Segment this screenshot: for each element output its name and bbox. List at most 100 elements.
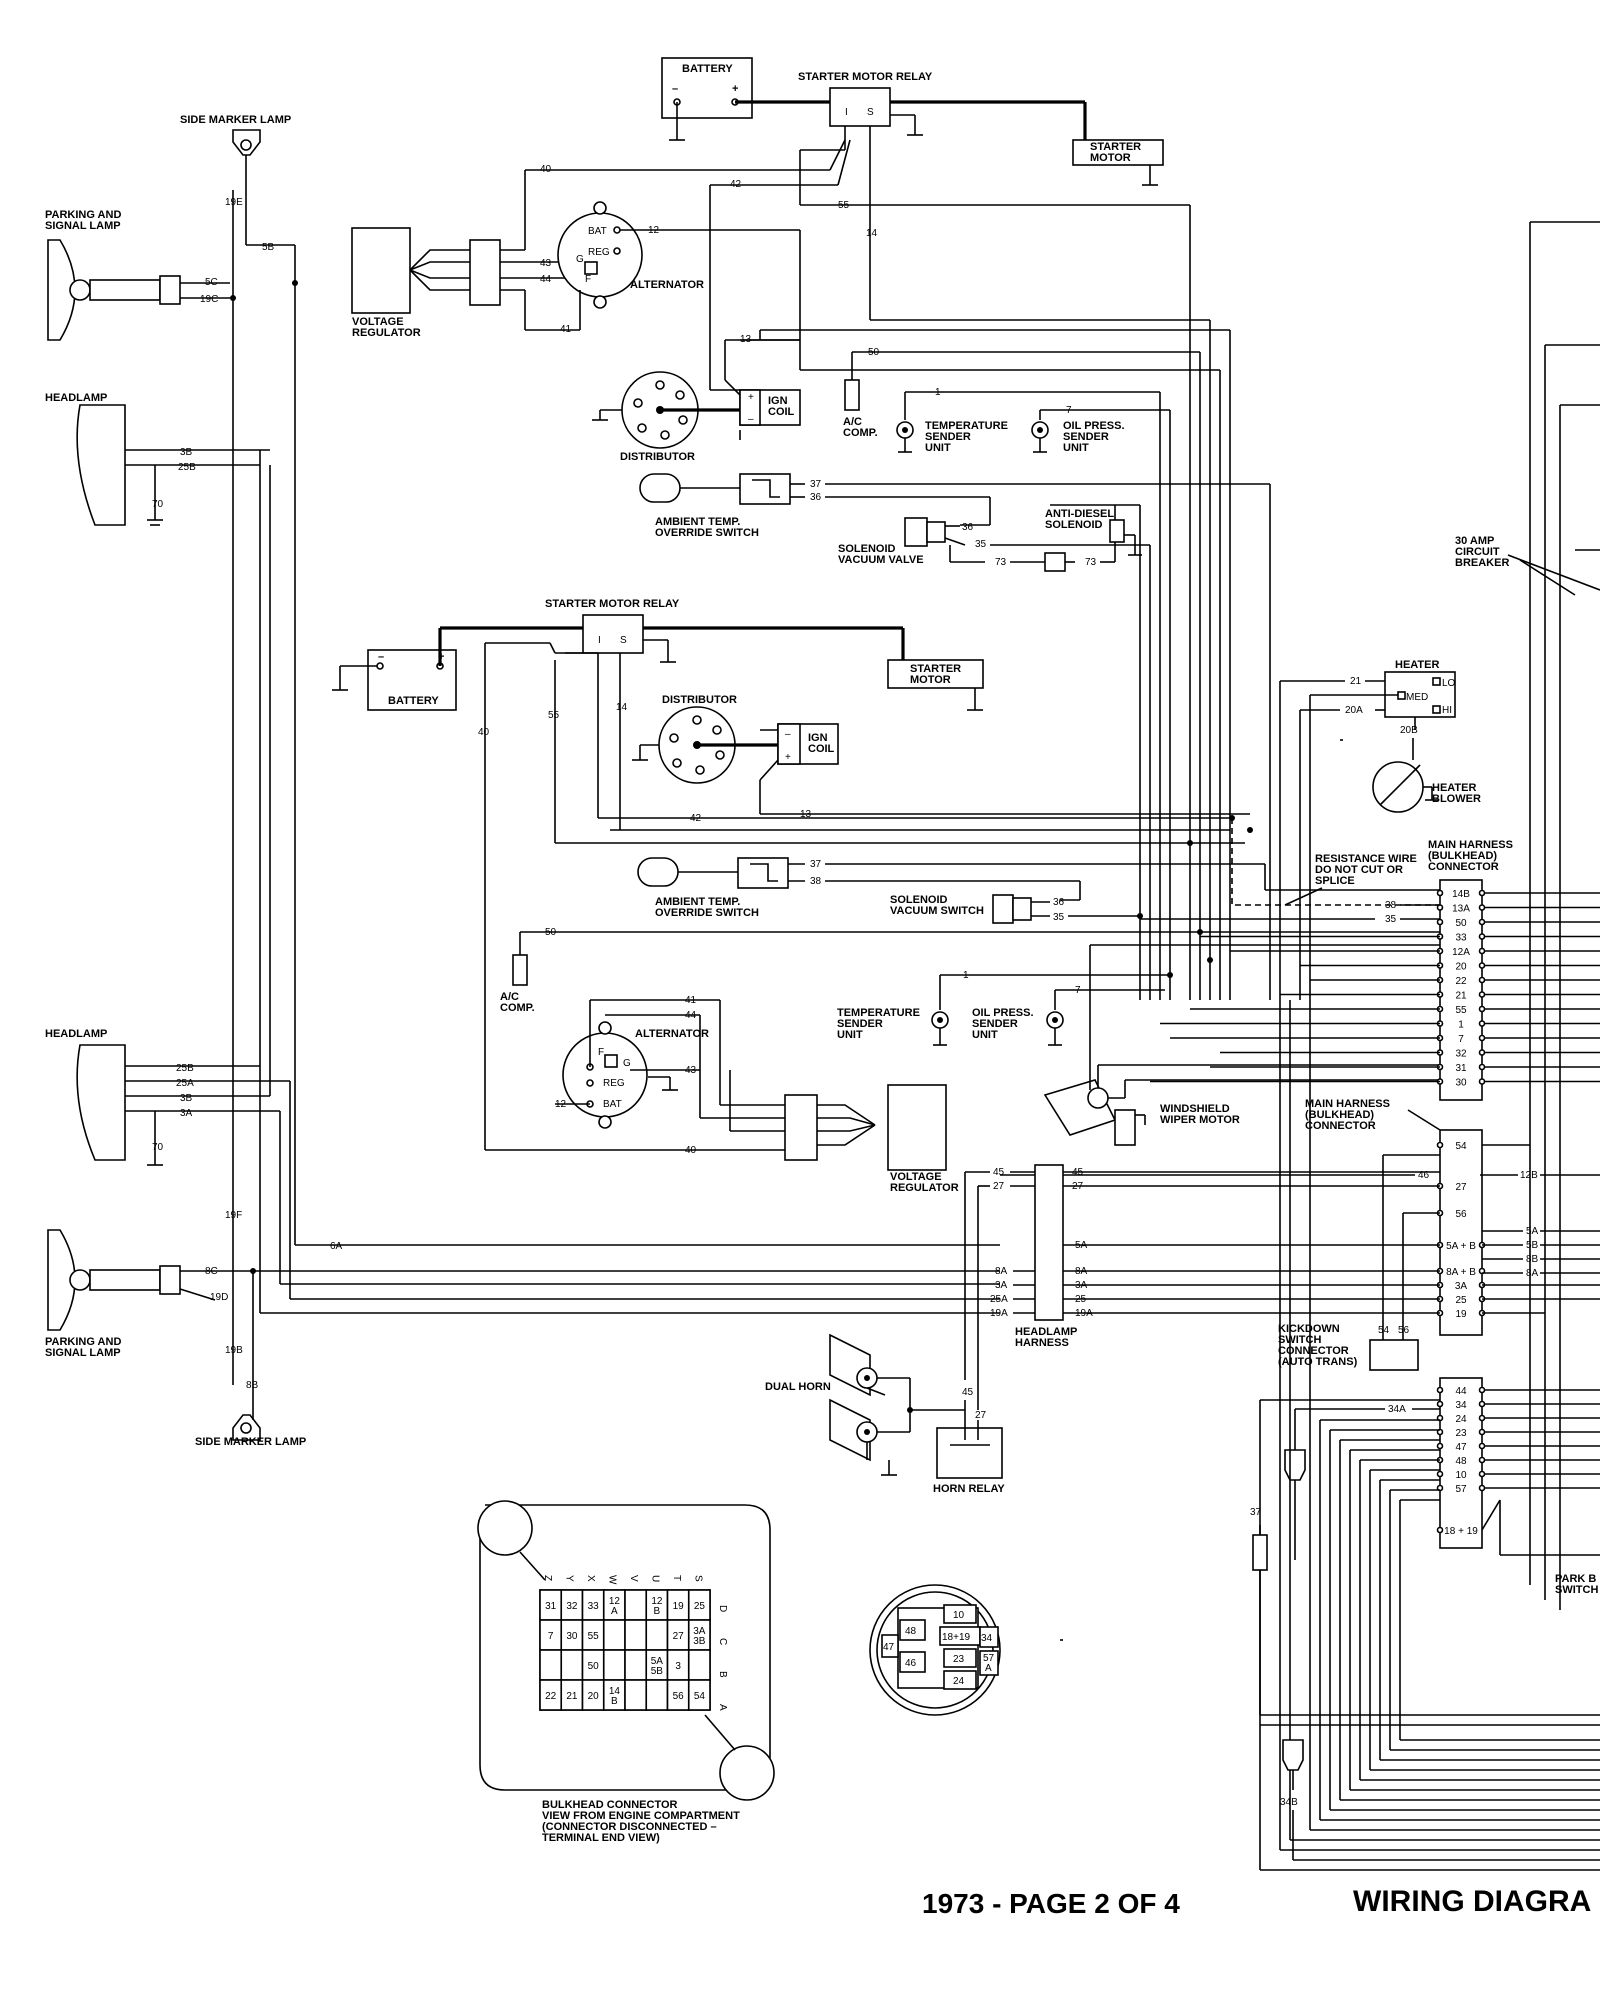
horn-relay: 45 27 HORN RELAY: [933, 1387, 1005, 1495]
svg-text:HEATER: HEATER: [1432, 782, 1476, 794]
svg-text:PARKING AND: PARKING AND: [45, 209, 121, 221]
svg-text:REG: REG: [588, 247, 610, 258]
svg-text:PARK B: PARK B: [1555, 1573, 1596, 1585]
svg-text:REGULATOR: REGULATOR: [352, 327, 421, 339]
bulkhead-cell: 55: [588, 1631, 600, 1642]
battery-mid: – + BATTERY: [332, 649, 457, 711]
svg-text:(BULKHEAD): (BULKHEAD): [1305, 1109, 1374, 1121]
connector1-pin: 1: [1458, 1020, 1464, 1031]
bulkhead-cell: 31: [545, 1601, 557, 1612]
connector1-pin: 50: [1455, 918, 1467, 929]
bulkhead-cell: A: [611, 1606, 618, 1617]
svg-text:50: 50: [545, 927, 557, 938]
svg-text:46: 46: [905, 1658, 917, 1669]
svg-text:8A: 8A: [995, 1266, 1008, 1277]
svg-text:7: 7: [1066, 405, 1072, 416]
bulkhead-cell: 12: [609, 1596, 621, 1607]
svg-text:COMP.: COMP.: [843, 427, 878, 439]
svg-text:MAIN HARNESS: MAIN HARNESS: [1305, 1098, 1390, 1110]
svg-text:REG: REG: [603, 1078, 625, 1089]
bulkhead-letter: V: [628, 1575, 639, 1582]
svg-text:G: G: [576, 254, 584, 265]
svg-text:14: 14: [616, 702, 628, 713]
svg-text:IGN: IGN: [768, 395, 788, 407]
svg-text:REGULATOR: REGULATOR: [890, 1182, 959, 1194]
svg-text:SENDER: SENDER: [837, 1018, 883, 1030]
oil-sender-top: 7 OIL PRESS. SENDER UNIT: [1031, 405, 1171, 1000]
svg-text:VIEW FROM ENGINE COMPARTMENT: VIEW FROM ENGINE COMPARTMENT: [542, 1810, 740, 1822]
svg-text:TEMPERATURE: TEMPERATURE: [925, 420, 1008, 432]
connector2-pin: 54: [1455, 1141, 1467, 1152]
bulkhead-cell: 3B: [693, 1636, 706, 1647]
svg-text:–: –: [785, 729, 791, 740]
bulkhead-letter: U: [650, 1575, 661, 1582]
svg-text:34: 34: [981, 1633, 993, 1644]
svg-text:ALTERNATOR: ALTERNATOR: [630, 279, 704, 291]
svg-text:VOLTAGE: VOLTAGE: [890, 1171, 942, 1183]
svg-text:BAT: BAT: [588, 226, 607, 237]
svg-text:43: 43: [685, 1065, 697, 1076]
svg-text:44: 44: [685, 1010, 697, 1021]
distributor-top: DISTRIBUTOR: [592, 371, 740, 463]
connector3-pin: 47: [1455, 1442, 1467, 1453]
svg-text:70: 70: [152, 1142, 164, 1153]
svg-text:HEADLAMP: HEADLAMP: [1015, 1326, 1077, 1338]
svg-text:+: +: [785, 752, 791, 763]
svg-text:VOLTAGE: VOLTAGE: [352, 316, 404, 328]
temp-sender-top: 1 TEMPERATURE SENDER UNIT: [896, 387, 1161, 1000]
connector1-pin: 12A: [1452, 947, 1470, 958]
svg-text:AMBIENT TEMP.: AMBIENT TEMP.: [655, 896, 740, 908]
svg-text:12B: 12B: [1520, 1170, 1538, 1181]
svg-text:19D: 19D: [210, 1292, 228, 1303]
svg-text:19C: 19C: [200, 294, 218, 305]
svg-text:41: 41: [685, 995, 697, 1006]
svg-text:19B: 19B: [225, 1345, 243, 1356]
ign-coil-mid: – + IGN COIL: [759, 723, 839, 814]
svg-text:UNIT: UNIT: [1063, 442, 1089, 454]
svg-text:STARTER MOTOR RELAY: STARTER MOTOR RELAY: [545, 598, 680, 610]
svg-text:48: 48: [905, 1626, 917, 1637]
bulkhead-cell: B: [611, 1696, 618, 1707]
svg-text:25A: 25A: [176, 1078, 194, 1089]
ac-comp-mid: 50 A/C COMP.: [500, 927, 1440, 1014]
svg-text:36: 36: [962, 522, 974, 533]
svg-text:36: 36: [1053, 897, 1065, 908]
bulkhead-cell: 7: [548, 1631, 554, 1642]
connector2-pin: 19: [1455, 1309, 1467, 1320]
wiper-motor: WINDSHIELD WIPER MOTOR: [1043, 944, 1440, 1146]
svg-text:MOTOR: MOTOR: [1090, 152, 1131, 164]
svg-text:8B: 8B: [1526, 1254, 1539, 1265]
svg-text:COIL: COIL: [808, 743, 835, 755]
svg-text:MAIN HARNESS: MAIN HARNESS: [1428, 839, 1513, 851]
svg-text:STARTER: STARTER: [1090, 141, 1141, 153]
svg-text:44: 44: [540, 274, 552, 285]
connector2-pin: 3A: [1455, 1281, 1468, 1292]
svg-text:CONNECTOR: CONNECTOR: [1305, 1120, 1376, 1132]
svg-text:HEADLAMP: HEADLAMP: [45, 392, 107, 404]
svg-text:73: 73: [1085, 557, 1097, 568]
connector2-pin: 27: [1455, 1182, 1467, 1193]
ambient-switch-mid: 37 38 AMBIENT TEMP. OVERRIDE SWITCH: [637, 857, 1265, 919]
svg-text:8A: 8A: [1526, 1268, 1539, 1279]
svg-text:SIGNAL LAMP: SIGNAL LAMP: [45, 220, 121, 232]
headlamp-bottom: HEADLAMP 25B 25A 3B 3A 70: [45, 1028, 290, 1166]
svg-text:19E: 19E: [225, 197, 243, 208]
starter-motor-top: STARTER MOTOR: [1072, 102, 1164, 186]
svg-text:SPLICE: SPLICE: [1315, 875, 1355, 887]
svg-text:SENDER: SENDER: [1063, 431, 1109, 443]
svg-text:VACUUM SWITCH: VACUUM SWITCH: [890, 905, 984, 917]
svg-text:21: 21: [1350, 676, 1362, 687]
svg-text:–: –: [748, 414, 754, 425]
svg-text:5B: 5B: [1526, 1240, 1539, 1251]
svg-text:A/C: A/C: [500, 991, 519, 1003]
svg-text:BULKHEAD CONNECTOR: BULKHEAD CONNECTOR: [542, 1799, 678, 1811]
svg-text:SWITCH: SWITCH: [1555, 1584, 1598, 1596]
svg-text:46: 46: [1418, 1170, 1430, 1181]
svg-text:HORN RELAY: HORN RELAY: [933, 1483, 1005, 1495]
connector3-pin: 24: [1455, 1414, 1467, 1425]
svg-text:35: 35: [975, 539, 987, 550]
bulkhead-cell: 5B: [651, 1666, 664, 1677]
alternator-mid: F G REG BAT ALTERNATOR 12 41 44 43: [555, 995, 720, 1129]
